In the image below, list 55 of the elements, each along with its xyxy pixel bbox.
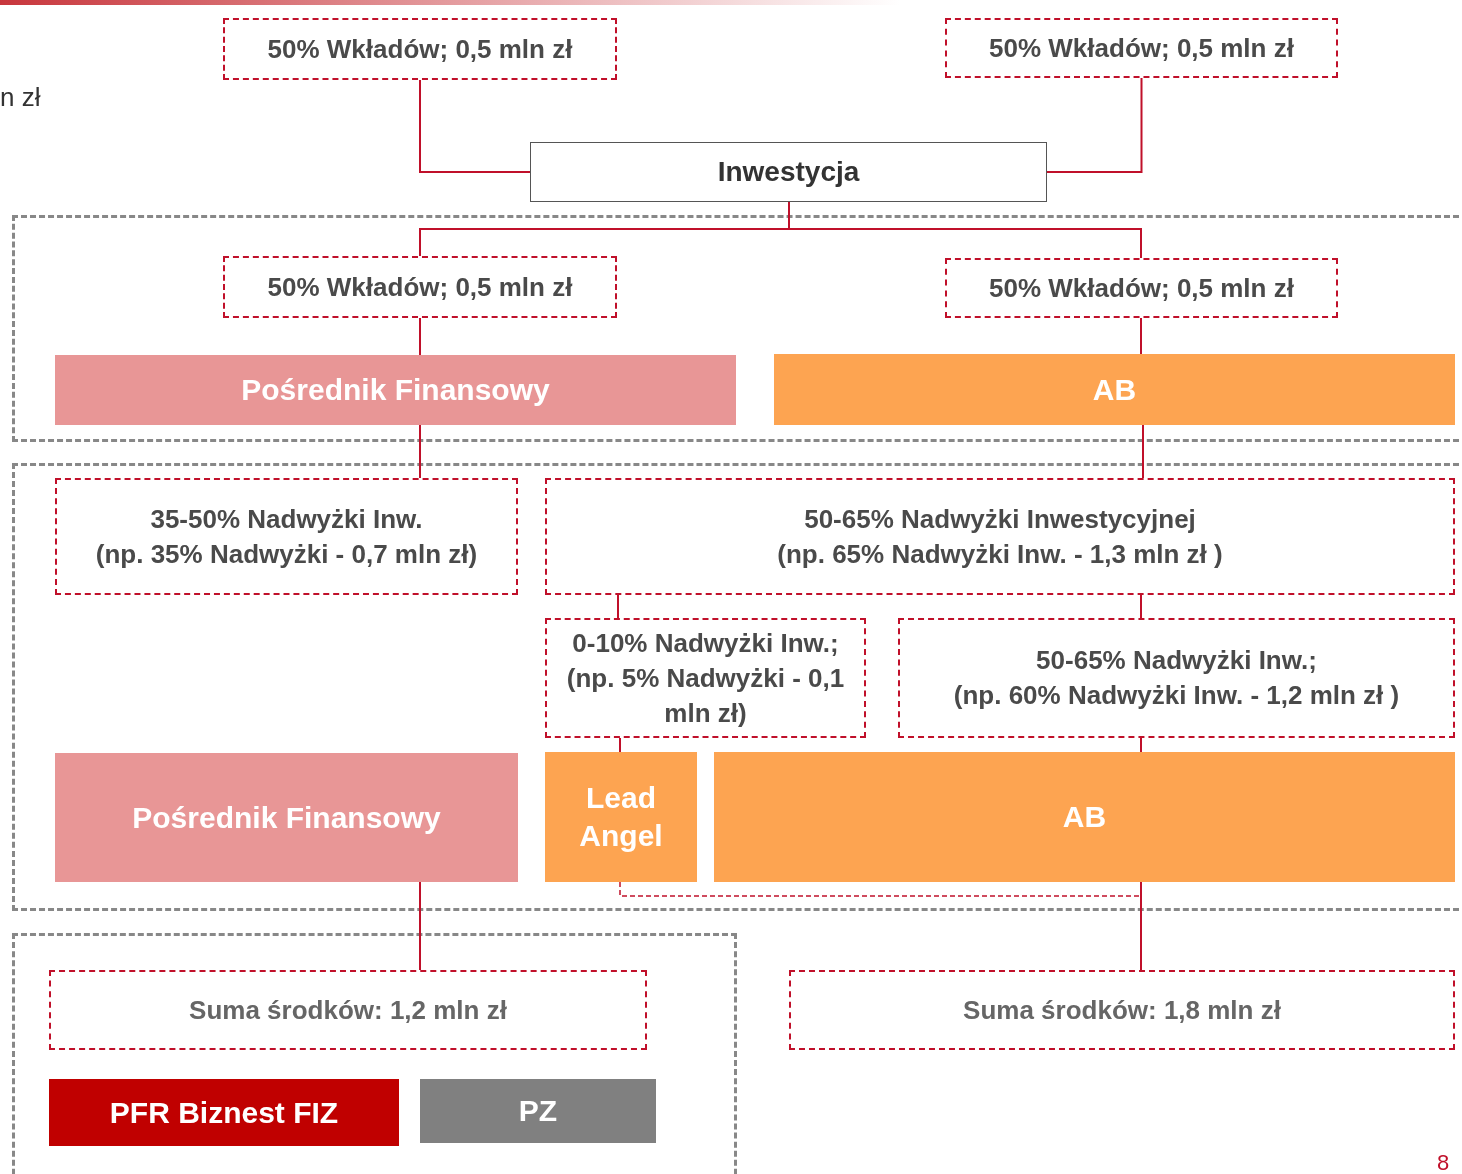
page-number: 8	[1437, 1150, 1450, 1174]
node-text: Pośrednik Finansowy	[241, 372, 550, 408]
node-text: Suma środków: 1,2 mln zł	[189, 993, 507, 1027]
node-text: 0-10% Nadwyżki Inw.;	[572, 626, 839, 660]
investor-bar	[714, 752, 1455, 882]
node-text: Lead Angel	[578, 780, 664, 854]
investment-box	[530, 142, 1047, 202]
connector-line	[1142, 424, 1144, 479]
node-text: (np. 35% Nadwyżki - 0,7 mln zł)	[95, 537, 478, 571]
connector-line	[619, 737, 621, 753]
connector-line	[419, 317, 421, 356]
node-text: AB	[1062, 799, 1107, 835]
connector-line	[1140, 737, 1142, 753]
fund-bar	[49, 1079, 399, 1146]
contribution-box	[223, 256, 617, 318]
node-text: (np. 60% Nadwyżki Inw. - 1,2 mln zł )	[953, 679, 1400, 712]
node-text: Inwestycja	[717, 156, 860, 188]
node-text: 50-65% Nadwyżki Inwestycyjnej	[804, 502, 1196, 536]
connector-line	[1046, 77, 1143, 173]
node-text: (np. 65% Nadwyżki Inw. - 1,3 mln zł )	[777, 537, 1223, 571]
node-text: 35-50% Nadwyżki Inw.	[150, 502, 423, 536]
surplus-box	[898, 618, 1455, 738]
connector-line	[617, 594, 619, 619]
connector-line	[419, 79, 531, 173]
cut-off-text: n zł	[0, 82, 41, 113]
node-text: AB	[1092, 371, 1137, 408]
connector-line	[419, 881, 421, 971]
intermediary-bar	[55, 753, 518, 882]
node-text: 50% Wkładów; 0,5 mln zł	[989, 31, 1294, 65]
connector-line	[419, 424, 421, 479]
node-text: PZ	[518, 1093, 558, 1129]
sum-box	[49, 970, 647, 1050]
node-text: Pośrednik Finansowy	[132, 799, 441, 836]
surplus-box	[545, 478, 1455, 595]
node-text: PFR Biznest FIZ	[109, 1094, 339, 1131]
node-text: Suma środków: 1,8 mln zł	[963, 993, 1281, 1027]
surplus-box	[55, 478, 518, 595]
contribution-box	[945, 258, 1338, 318]
sum-box	[789, 970, 1455, 1050]
node-text: 50% Wkładów; 0,5 mln zł	[267, 32, 573, 66]
node-text: 50% Wkładów; 0,5 mln zł	[267, 270, 573, 304]
lead-angel-bar	[545, 752, 697, 882]
contribution-box	[945, 18, 1338, 78]
fund-bar	[420, 1079, 656, 1143]
connector-line	[1140, 594, 1142, 619]
intermediary-bar	[55, 355, 736, 425]
contribution-box	[223, 18, 617, 80]
group-frame	[12, 933, 737, 1174]
connector-line	[1140, 881, 1142, 971]
node-text: 50% Wkładów; 0,5 mln zł	[989, 271, 1294, 305]
connector-line	[1140, 317, 1142, 355]
node-text: 50-65% Nadwyżki Inw.;	[1036, 644, 1317, 677]
surplus-box	[545, 618, 866, 738]
investor-bar	[774, 354, 1455, 425]
node-text: (np. 5% Nadwyżki - 0,1 mln zł)	[565, 661, 846, 730]
